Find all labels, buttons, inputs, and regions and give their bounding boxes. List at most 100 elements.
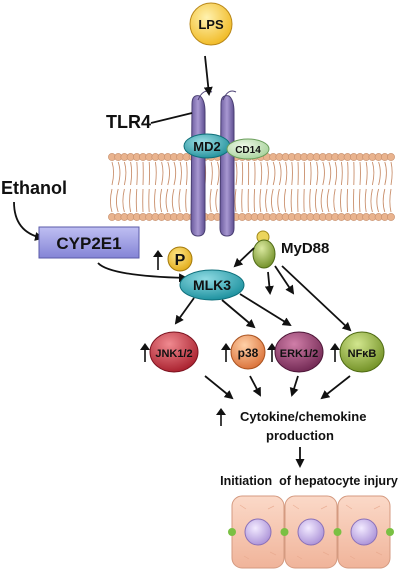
lipid-tail — [185, 188, 187, 213]
arrow-myd88-to-nfkb-long — [281, 265, 352, 332]
arrow-jnk-to-cytokine — [204, 375, 234, 400]
tlr4-receptor — [190, 90, 237, 237]
lipid-tail — [122, 188, 125, 213]
lipid-tail — [328, 161, 332, 186]
myd88-label: MyD88 — [281, 240, 329, 257]
increase-arrow-nfkb — [330, 343, 340, 362]
phosphate-label: P — [175, 252, 186, 269]
lipid-tail — [309, 188, 311, 213]
lipid-tail — [277, 188, 280, 213]
lipid-tail — [272, 161, 276, 186]
myd88-protein — [252, 239, 276, 269]
arrow-lps-to-tlr4 — [203, 55, 213, 96]
lipid-tail — [283, 188, 287, 213]
p38-protein — [230, 334, 266, 370]
hepatocyte-cell — [231, 495, 285, 569]
lipid-head — [387, 213, 395, 221]
lipid-tail — [316, 161, 319, 186]
increase-arrow-jnk — [140, 343, 150, 362]
lipid-tail — [364, 188, 367, 213]
lipid-tail — [154, 188, 156, 213]
lps-label: LPS — [198, 17, 224, 32]
lipid-tail — [161, 161, 164, 186]
cytokine-label-line1: Cytokine/chemokine — [240, 409, 366, 424]
increase-arrow-p38 — [221, 343, 231, 362]
lipid-tail — [290, 188, 293, 213]
arrow-mlk3-to-erk — [239, 293, 292, 327]
lipid-tail — [376, 188, 380, 213]
junction-dot — [333, 528, 342, 536]
lipid-tail — [314, 188, 318, 213]
lipid-tail — [333, 188, 336, 213]
cd14-protein — [226, 138, 270, 160]
lipid-tail — [154, 161, 157, 186]
lipid-tail — [291, 161, 293, 186]
lipid-tail — [278, 161, 282, 186]
phosphate-p — [167, 246, 193, 272]
lipid-tail — [365, 161, 368, 186]
arrow-myd88-to-erk — [264, 271, 274, 295]
lipid-tail — [136, 161, 138, 186]
ethanol-label: Ethanol — [1, 178, 67, 198]
lipid-tail — [378, 161, 381, 186]
lipid-tail — [216, 161, 220, 186]
lipid-tail — [179, 161, 182, 186]
lipid-tail — [389, 188, 392, 213]
lipid-tail — [370, 188, 373, 213]
cell-membrane — [108, 153, 395, 221]
lipid-tail — [123, 161, 127, 186]
arrow-mlk3-to-jnk — [174, 297, 195, 325]
arrow-mlk3-to-p38 — [221, 299, 256, 329]
lipid-tail — [271, 188, 274, 213]
lipid-tail — [234, 188, 237, 213]
lipid-tail — [210, 161, 213, 186]
lipid-tail — [178, 188, 181, 213]
lipid-tail — [111, 161, 115, 186]
lipid-tail — [130, 161, 133, 186]
lipid-tail — [117, 161, 121, 186]
nfkb-label: NFκB — [348, 348, 377, 360]
mlk3-protein — [179, 269, 245, 301]
p38-label: p38 — [238, 346, 259, 360]
junction-dot — [386, 528, 394, 536]
lipid-tail — [384, 161, 387, 186]
lipid-tail — [135, 188, 138, 213]
lipid-tail — [260, 161, 263, 186]
arrow-ethanol-to-cyp2e1 — [13, 201, 44, 241]
increase-arrow-mlk3 — [153, 250, 163, 270]
lipid-tail — [390, 161, 393, 186]
lipid-tail — [173, 161, 177, 186]
nucleus-icon — [350, 518, 378, 546]
arrow-erk-to-cytokine — [289, 375, 299, 397]
lipid-tail — [185, 161, 188, 186]
lipid-tail — [171, 188, 175, 213]
arrow-myd88-to-nfkb — [274, 265, 295, 295]
jnk-label: JNK1/2 — [155, 348, 192, 360]
lipid-tail — [320, 188, 324, 213]
cyp2e1-label: CYP2E1 — [56, 234, 121, 253]
lipid-tail — [266, 161, 269, 186]
lipid-tail — [326, 188, 330, 213]
lipid-tail — [209, 188, 212, 213]
junction-dot — [280, 528, 289, 536]
nfkb-protein — [339, 331, 385, 373]
tlr4-pointer — [150, 112, 193, 124]
lipid-tail — [116, 188, 119, 213]
lipid-tail — [215, 188, 218, 213]
erk-label: ERK1/2 — [280, 348, 319, 360]
mlk3-label: MLK3 — [193, 277, 231, 293]
hepatocyte-cell — [284, 495, 338, 569]
injury-label: Initiation of hepatocyte injury — [220, 474, 398, 488]
lipid-tail — [340, 188, 342, 213]
lipid-tail — [167, 161, 170, 186]
lipid-tail — [340, 161, 343, 186]
lipid-tail — [159, 188, 163, 213]
lipid-tail — [259, 188, 262, 213]
cytokine-label-line2: production — [266, 428, 334, 443]
arrow-nfkb-to-cytokine — [320, 375, 351, 400]
lipid-tail — [109, 188, 113, 213]
cd14-label: CD14 — [235, 145, 261, 156]
increase-arrow-erk — [267, 343, 277, 362]
lipid-tail — [371, 161, 375, 186]
